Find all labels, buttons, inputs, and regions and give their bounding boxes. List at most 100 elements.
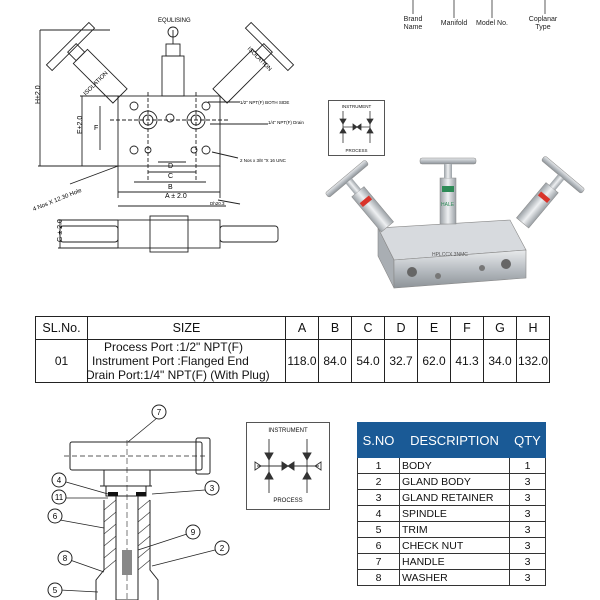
flow-small-symbols (339, 111, 374, 143)
flow-large-process-label: PROCESS (273, 498, 303, 504)
size-line-process: Process Port :1/2" NPT(F) (104, 340, 243, 354)
part-desc: GLAND RETAINER (399, 489, 510, 506)
part-qty: 3 (509, 505, 546, 522)
part-no: 2 (357, 473, 400, 490)
part-qty: 1 (509, 457, 546, 474)
valve-section-drawing: 7 4 11 3 6 9 8 2 5 (47, 404, 230, 600)
callout-3: 3 (210, 484, 215, 493)
flow-diagram-small: INSTRUMENT PROCESS (328, 100, 385, 156)
part-no: 4 (357, 505, 400, 522)
callout-7: 7 (157, 408, 162, 417)
cell-h: 132.0 (516, 339, 550, 383)
header-g: G (483, 316, 517, 340)
header-d: D (384, 316, 418, 340)
header-c: C (351, 316, 385, 340)
part-no: 1 (357, 457, 400, 474)
cell-sl: 01 (35, 339, 88, 383)
dim-g: G ± 2.0 (57, 219, 64, 242)
dim-d: D (168, 163, 173, 170)
part-no: 5 (357, 521, 400, 538)
cell-size: Process Port :1/2" NPT(F) Instrument Por… (86, 339, 286, 383)
photo-marking-brand: HALE (441, 202, 455, 208)
part-no: 6 (357, 537, 400, 554)
callout-5: 5 (53, 586, 58, 595)
header-sl-no: SL.No. (35, 316, 88, 340)
size-line-drain: Drain Port:1/4" NPT(F) (With Plug) (86, 368, 270, 382)
part-qty: 3 (509, 553, 546, 570)
dim-h: H±2.0 (35, 85, 42, 104)
part-qty: 3 (509, 537, 546, 554)
callout-2: 2 (220, 544, 225, 553)
note-half-npt: 1/2" NPT(F) BOTH SIDE (240, 100, 289, 105)
callout-9: 9 (191, 528, 196, 537)
parts-header-row: S.NO DESCRIPTION QTY (357, 422, 546, 458)
note-holes: 4 Nos X 12.30 Hole (32, 188, 83, 213)
part-qty: 3 (509, 521, 546, 538)
header-size: SIZE (87, 316, 286, 340)
part-desc: WASHER (399, 569, 510, 586)
dimension-header-row: SL.No. SIZE A B C D E F G H (35, 316, 550, 340)
part-desc: SPINDLE (399, 505, 510, 522)
model-code-lines (412, 0, 546, 18)
part-qty: 3 (509, 569, 546, 586)
cell-c: 54.0 (351, 339, 385, 383)
cell-g: 34.0 (483, 339, 517, 383)
cell-b: 84.0 (318, 339, 352, 383)
parts-header-sno: S.NO (357, 422, 400, 458)
parts-header-qty: QTY (509, 422, 546, 458)
part-qty: 3 (509, 473, 546, 490)
flow-small-instrument-label: INSTRUMENT (341, 104, 372, 109)
part-no: 3 (357, 489, 400, 506)
dim-c: C (168, 173, 173, 180)
dim-e: E±2.0 (77, 116, 84, 134)
flow-diagram-large: INSTRUMENT PROCESS (246, 422, 330, 510)
dim-f: F (94, 125, 98, 132)
part-no: 8 (357, 569, 400, 586)
isolation-label-right: ISOLATION (246, 46, 273, 73)
part-desc: TRIM (399, 521, 510, 538)
callout-8: 8 (63, 554, 68, 563)
cell-a: 118.0 (285, 339, 319, 383)
note-dia: Dh20.3 (210, 201, 225, 206)
callout-4: 4 (57, 476, 62, 485)
header-e: E (417, 316, 451, 340)
label-brand-name: Brand Name (403, 16, 423, 31)
size-line-instrument: Instrument Port :Flanged End (92, 354, 249, 368)
flow-large-symbols (254, 439, 322, 493)
label-coplanar-type: Coplanar Type (528, 16, 558, 31)
header-h: H (516, 316, 550, 340)
note-unc: 2 Nos x 3/8 "X 16 UNC (240, 158, 287, 163)
isolation-label-left: ISOLATION (83, 71, 110, 98)
callout-6: 6 (53, 512, 58, 521)
parts-header-description: DESCRIPTION (399, 422, 510, 458)
callout-11: 11 (55, 493, 64, 502)
cell-d: 32.7 (384, 339, 418, 383)
dim-a: A ± 2.0 (165, 193, 187, 200)
photo-marking-model: HPLCCX 3NMC (432, 252, 468, 258)
dim-b: B (168, 184, 173, 191)
header-a: A (285, 316, 319, 340)
drawing-body (117, 95, 221, 167)
part-desc: BODY (399, 457, 510, 474)
part-desc: CHECK NUT (399, 537, 510, 554)
flow-large-instrument-label: INSTRUMENT (268, 428, 308, 434)
part-desc: GLAND BODY (399, 473, 510, 490)
part-desc: HANDLE (399, 553, 510, 570)
equalising-label: EQULISING (158, 18, 191, 24)
part-no: 7 (357, 553, 400, 570)
dimension-table: SL.No. SIZE A B C D E F G H 01 Process P… (35, 316, 550, 383)
part-qty: 3 (509, 489, 546, 506)
manifold-drawing: EQULISING ISOLATION ISOLATION H±2.0 E±2.… (32, 18, 304, 253)
cell-e: 62.0 (417, 339, 451, 383)
note-quarter-npt: 1/4" NPT(F) Drain (268, 120, 304, 125)
header-b: B (318, 316, 352, 340)
